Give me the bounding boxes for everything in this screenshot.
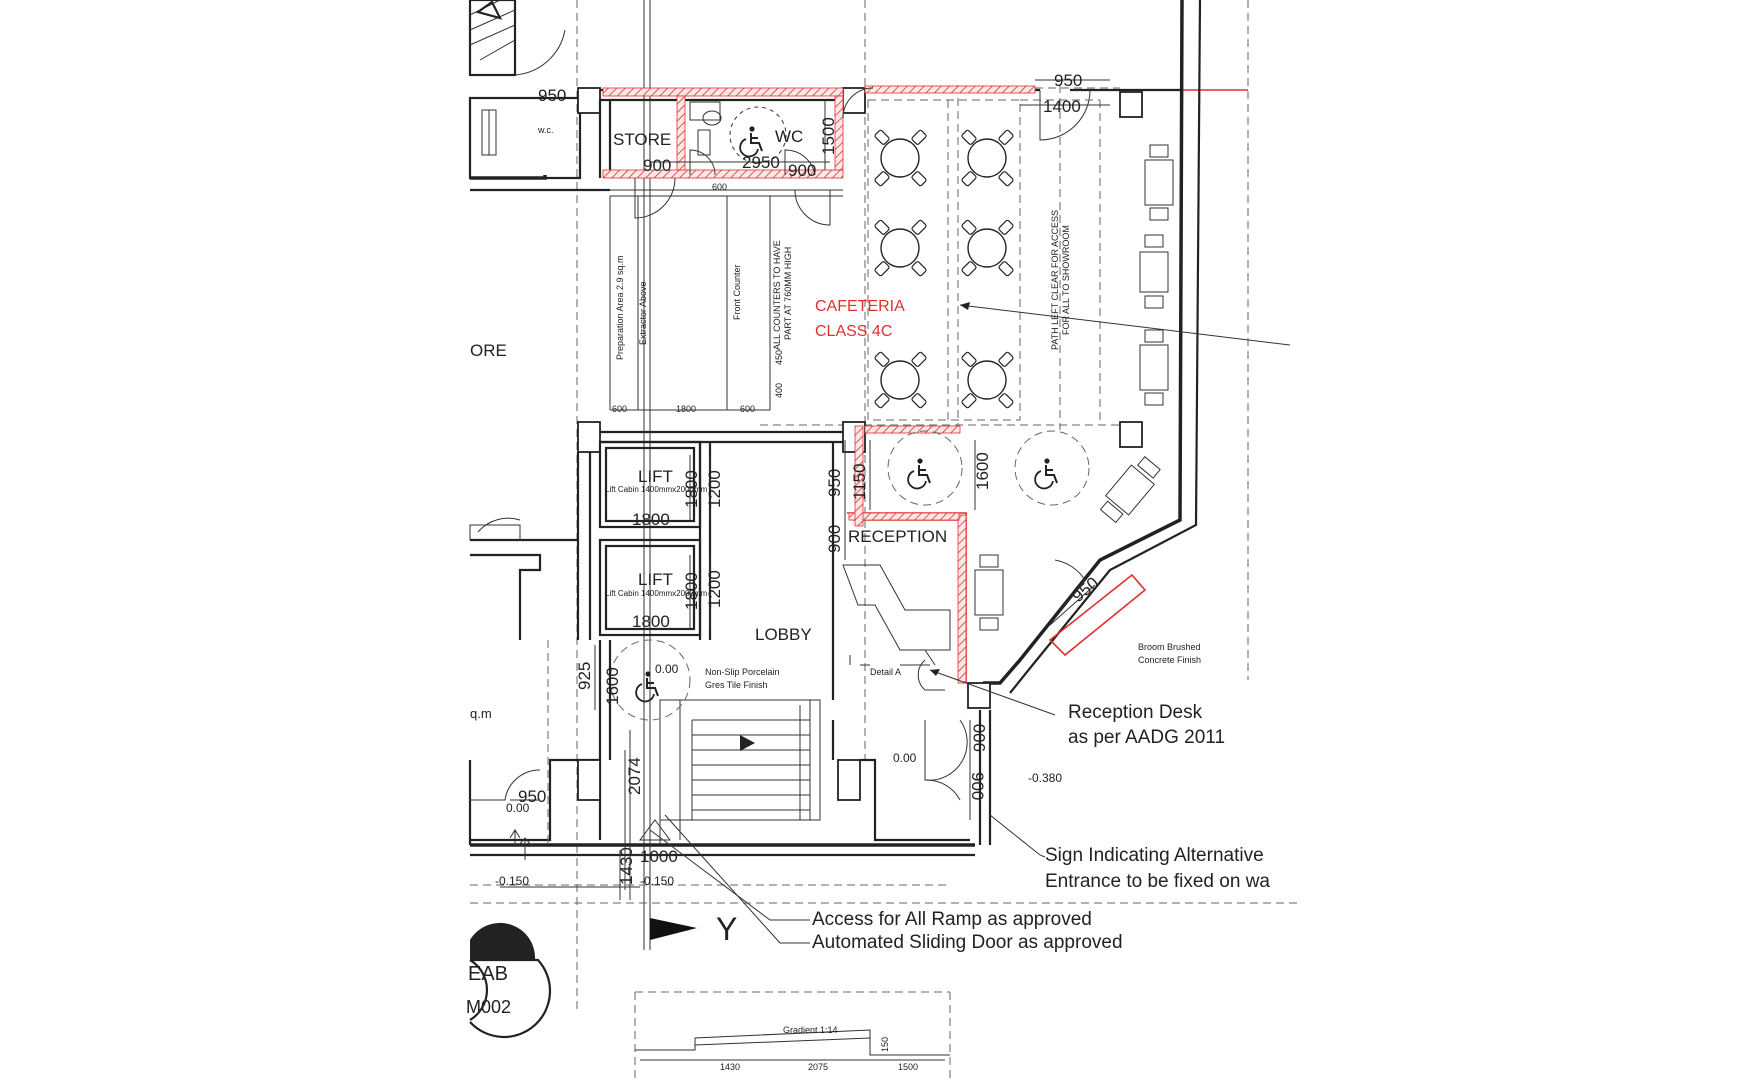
sub-dim-600-a: 600: [612, 404, 627, 414]
level-labels: 0.00 0.00 0.00 -0.380 -0.150 -0.150: [495, 662, 1062, 888]
extractor-label: Extractor Above: [638, 281, 648, 345]
store-label: STORE: [613, 130, 671, 149]
front-counter-label: Front Counter: [732, 264, 742, 320]
section-ref-bottom: M002: [466, 997, 511, 1017]
dim-2950: 2950: [742, 153, 780, 172]
sub-dim-1800: 1800: [676, 404, 696, 414]
wc-fixtures: [689, 101, 816, 176]
ramp-symbols: [509, 730, 671, 900]
dim-1400: 1400: [1043, 97, 1081, 116]
sub-dim-600-b: 600: [740, 404, 755, 414]
sliding-door-callout: Automated Sliding Door as approved: [812, 932, 1123, 953]
dim-1800-lift-b-bottom: 1800: [632, 612, 670, 631]
dim-900-door-2: 900: [968, 772, 987, 800]
reception-desk-callout-1: Reception Desk: [1068, 702, 1203, 723]
dim-1800-lift-b: 1800: [682, 572, 701, 610]
level-left-outside: -0.150: [495, 874, 529, 888]
partial-store-label: ORE: [470, 341, 507, 360]
ramp-callout: Access for All Ramp as approved: [812, 909, 1092, 930]
upper-stair: [468, 0, 566, 77]
lift-a-label: LIFT: [638, 467, 673, 486]
lobby-label: LOBBY: [755, 625, 812, 644]
reception-desk-callout-2: as per AADG 2011: [1068, 727, 1225, 748]
dim-1800-lift-a: 1800: [682, 470, 701, 508]
dim-1600-cafe: 1600: [973, 452, 992, 490]
broom-finish-line-2: Concrete Finish: [1138, 655, 1201, 665]
section-dim-1430: 1430: [720, 1062, 740, 1072]
floor-finish-line-2: Gres Tile Finish: [705, 680, 768, 690]
dim-900-wc: 900: [788, 161, 816, 180]
level-right-outside: -0.380: [1028, 771, 1062, 785]
dim-950-top-left: 950: [538, 86, 566, 105]
lift-b-label: LIFT: [638, 570, 673, 589]
dim-2074: 2074: [625, 757, 644, 795]
left-wc-label: w.c.: [537, 125, 554, 135]
counters-note-line-2: PART AT 760MM HIGH: [783, 247, 793, 340]
dim-950-diag: 950: [1068, 573, 1102, 606]
north-arrow-icon: [650, 918, 697, 940]
counter-annotations: Preparation Area 2.9 sq.m Extractor Abov…: [612, 182, 793, 414]
section-axis: Y: [716, 911, 737, 947]
dimension-lines: [500, 79, 1110, 900]
cafeteria-label-line-2: CLASS 4C: [815, 323, 892, 340]
sub-dim-600-v: 600: [712, 182, 727, 192]
gradient-label: Gradient 1:14: [783, 1025, 838, 1035]
sub-dim-400: 400: [774, 383, 784, 398]
path-note-line-1: PATH LEFT CLEAR FOR ACCESS: [1050, 210, 1060, 350]
dim-1200-lift-b: 1200: [705, 570, 724, 608]
reception-desk: [842, 564, 951, 666]
dim-1600-lobby: 1600: [603, 667, 622, 705]
dim-925: 925: [575, 662, 594, 690]
lobby-stair: [609, 639, 821, 845]
partial-area-label: q.m: [470, 706, 492, 721]
dim-900-store: 900: [643, 156, 671, 175]
dim-1150: 1150: [850, 463, 869, 500]
lift-b-cabin: Lift Cabin 1400mmx2000mm: [605, 589, 708, 598]
level-left-bottom: 0.00: [506, 801, 530, 815]
dim-900-reception: 900: [825, 525, 844, 553]
path-note-line-2: FOR ALL TO SHOWROOM: [1061, 225, 1071, 335]
ramp-section: Gradient 1:14 1430 2075 1500 150: [634, 991, 951, 1080]
dimension-labels: 950 950 1400 900 2950 900 1500 1800 1200…: [518, 71, 1102, 885]
section-dim-150: 150: [880, 1037, 890, 1052]
section-dim-1500: 1500: [898, 1062, 918, 1072]
stair-arrow-icon: [740, 735, 755, 751]
callouts: Reception Desk as per AADG 2011 Sign Ind…: [812, 702, 1270, 953]
dim-1800-lift-a-bottom: 1800: [632, 510, 670, 529]
room-labels: STORE WC CAFETERIA CLASS 4C ORE q.m LIFT…: [470, 127, 1201, 721]
detail-a-label: Detail A: [870, 667, 901, 677]
sub-dim-450: 450: [774, 350, 784, 365]
level-ramp-foot: -0.150: [640, 874, 674, 888]
left-wc-room: w.c.: [468, 96, 582, 180]
level-lobby-wheel: 0.00: [655, 662, 679, 676]
counters-note-line-1: ALL COUNTERS TO HAVE: [772, 240, 782, 350]
dim-950-bottom: 950: [518, 787, 546, 806]
section-ref-top: EAB: [468, 963, 508, 985]
dim-1430: 1430: [617, 847, 636, 885]
reception-label: RECEPTION: [848, 527, 947, 546]
broom-finish-line-1: Broom Brushed: [1138, 642, 1201, 652]
section-dim-2075: 2075: [808, 1062, 828, 1072]
level-entrance: 0.00: [893, 751, 917, 765]
dim-950-top-right: 950: [1054, 71, 1082, 90]
sign-callout-2: Entrance to be fixed on wa: [1045, 871, 1270, 892]
lift-a-cabin: Lift Cabin 1400mmx2000mm: [605, 485, 708, 494]
floor-finish-line-1: Non-Slip Porcelain: [705, 667, 780, 677]
dim-900-door-1: 900: [970, 724, 989, 752]
cafeteria-label-line-1: CAFETERIA: [815, 298, 905, 315]
wc-label: WC: [775, 127, 803, 146]
dim-1200-lift-a: 1200: [705, 470, 724, 508]
sign-callout-1: Sign Indicating Alternative: [1045, 845, 1264, 866]
leader-lines: [649, 302, 1291, 944]
prep-area-label: Preparation Area 2.9 sq.m: [615, 255, 625, 360]
dim-950-reception: 950: [825, 469, 844, 497]
dim-1000: 1000: [640, 847, 678, 866]
section-marker: EAB M002 Y: [466, 911, 737, 1039]
left-fragments: [468, 640, 612, 845]
cafeteria-furniture: [867, 99, 1174, 631]
dim-1500: 1500: [819, 117, 838, 155]
